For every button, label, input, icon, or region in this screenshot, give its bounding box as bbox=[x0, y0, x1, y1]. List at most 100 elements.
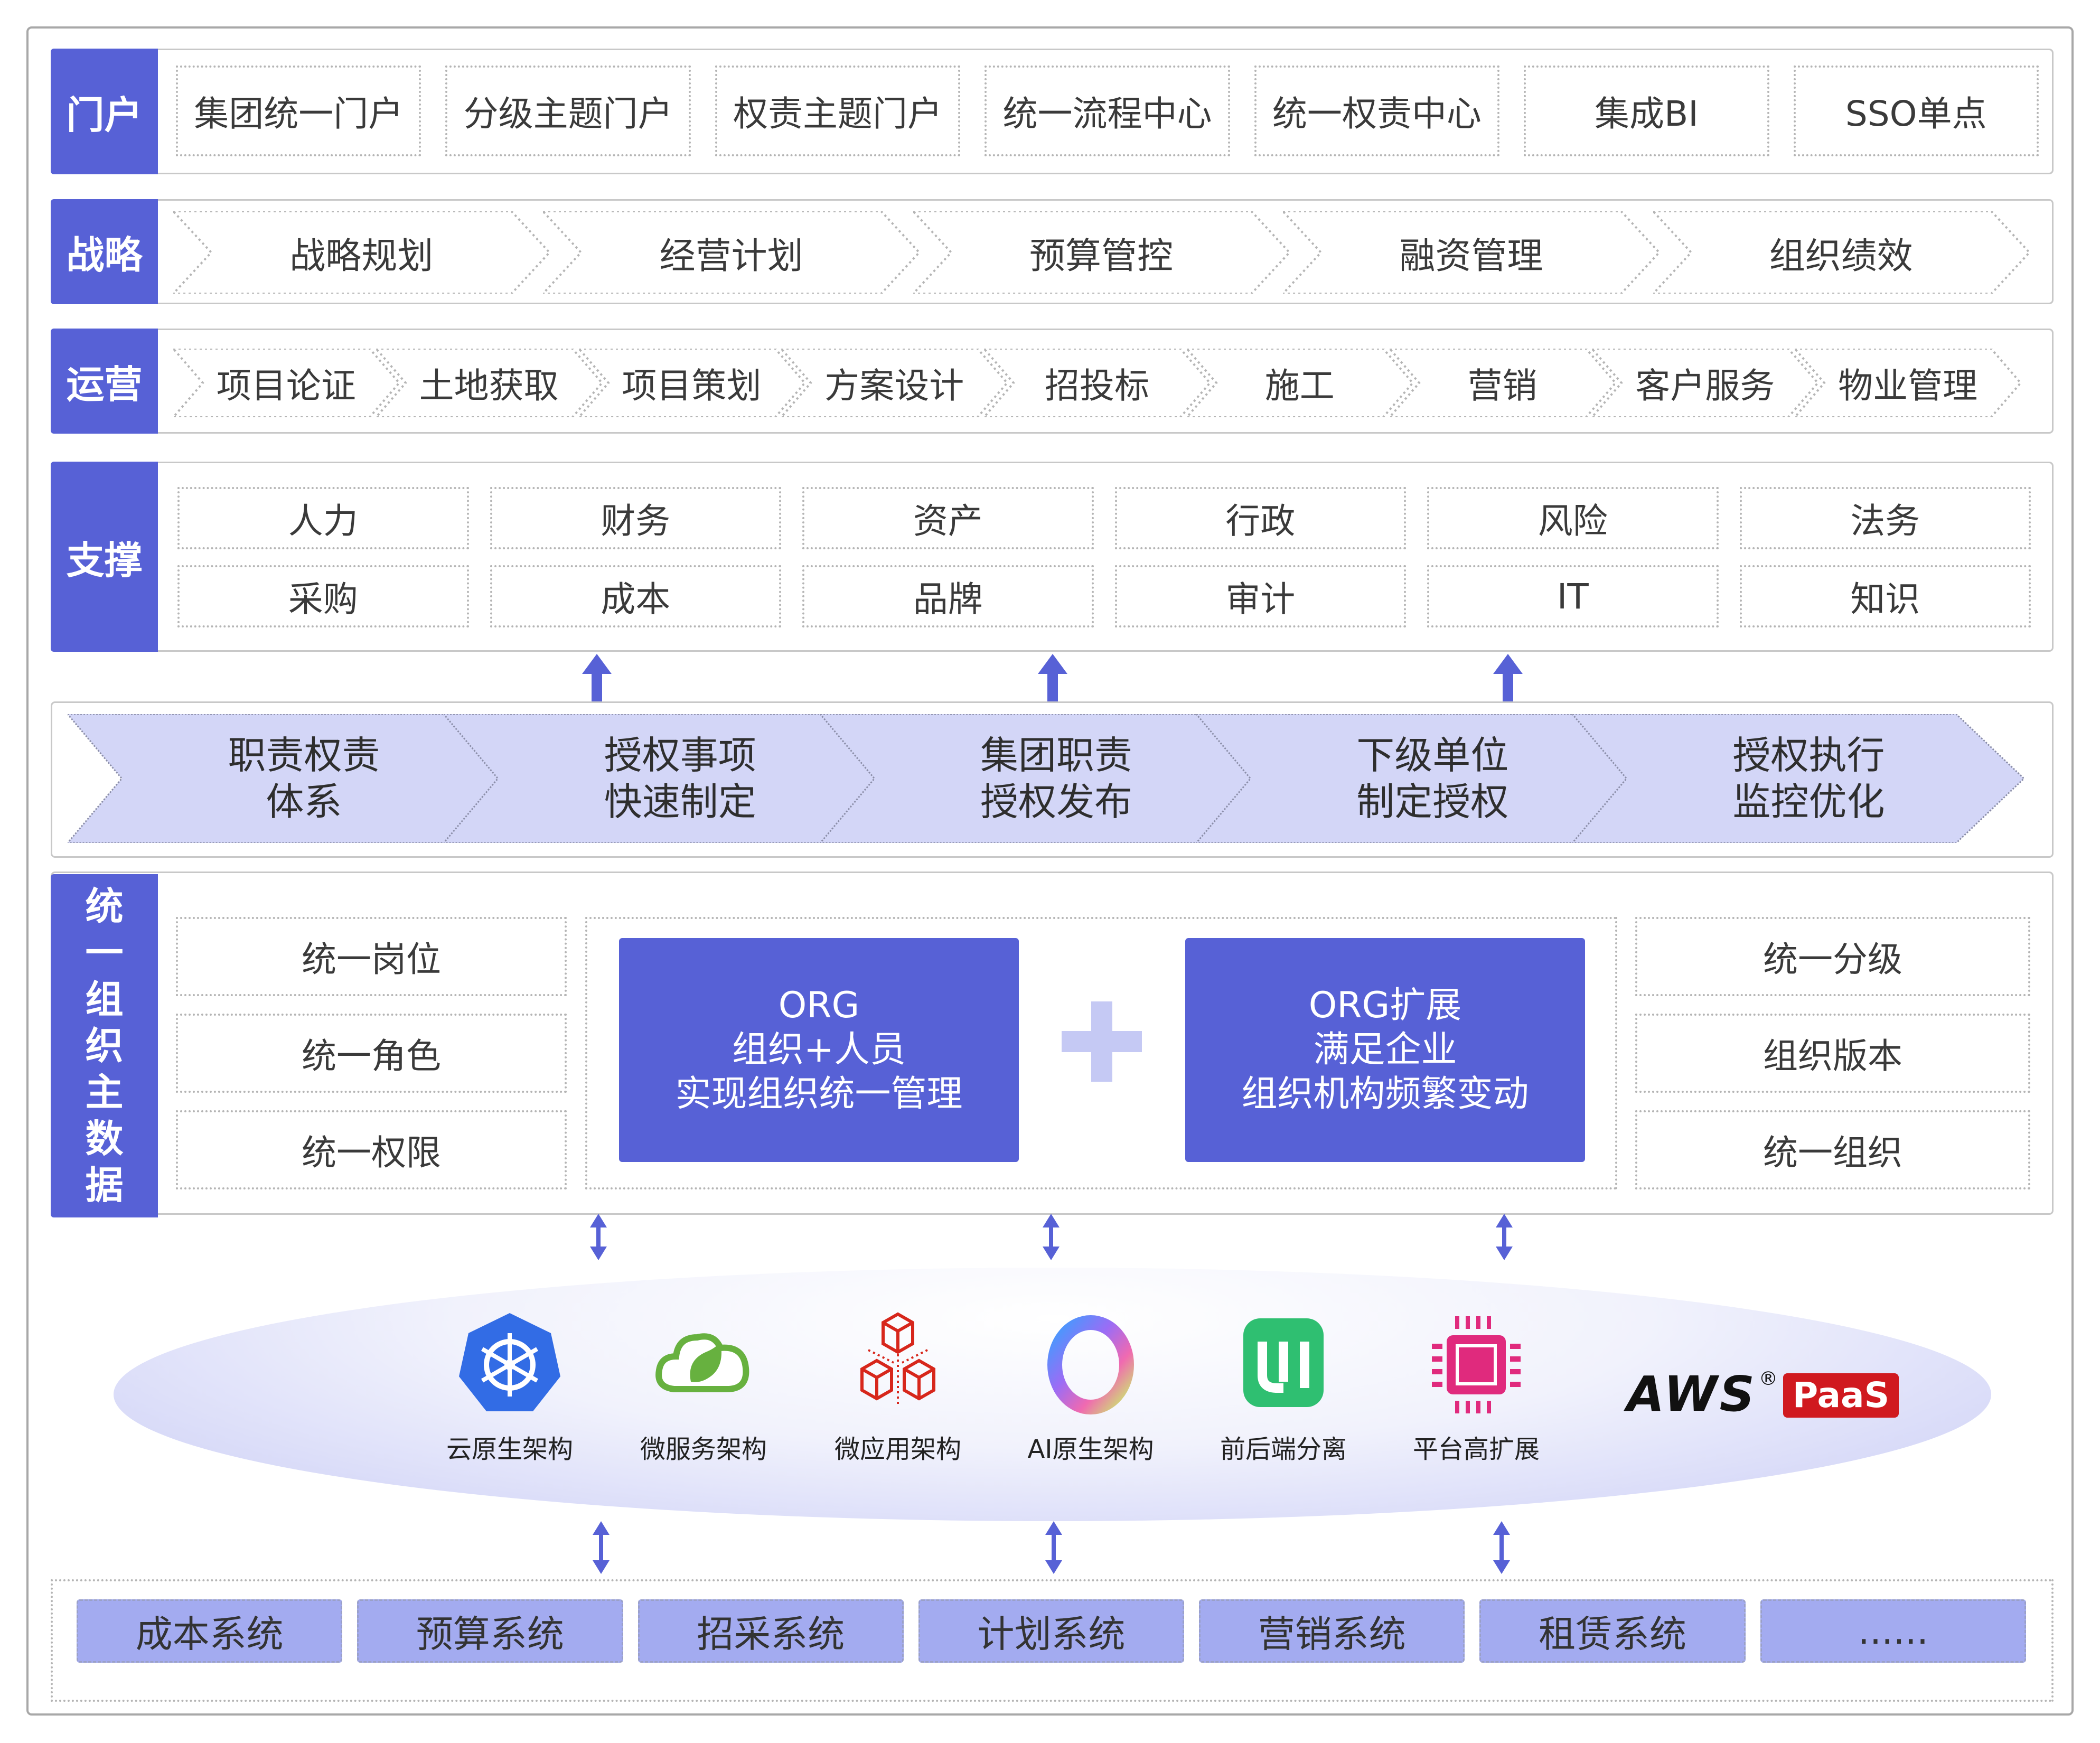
tech-label: 平台高扩展 bbox=[1412, 1435, 1540, 1464]
master-data-tag-char: 数 bbox=[85, 1117, 124, 1161]
master-data-tag: 统一组织主数据 bbox=[51, 874, 158, 1217]
process-step[interactable]: 组织绩效 bbox=[1653, 211, 2029, 294]
process-step[interactable]: 方案设计 bbox=[781, 349, 1008, 417]
support-item[interactable]: 法务 bbox=[1739, 487, 2031, 549]
registered-mark: ® bbox=[1758, 1368, 1778, 1390]
support-item[interactable]: 行政 bbox=[1114, 487, 1406, 549]
process-step-label: 施工 bbox=[1264, 366, 1335, 406]
process-step-label: 营销 bbox=[1467, 366, 1538, 406]
double-arrow-icon bbox=[590, 1521, 612, 1574]
authority-flow-label: 集团职责 授权发布 bbox=[980, 733, 1132, 824]
plus-icon bbox=[1062, 1001, 1142, 1082]
master-data-left-item[interactable]: 统一岗位 bbox=[176, 917, 567, 996]
authority-flow-step[interactable]: 集团职责 授权发布 bbox=[820, 714, 1272, 843]
support-item[interactable]: 风险 bbox=[1427, 487, 1719, 549]
portal-item[interactable]: 权责主题门户 bbox=[715, 65, 961, 156]
master-data-right-item[interactable]: 统一组织 bbox=[1635, 1110, 2030, 1189]
system-item[interactable]: 计划系统 bbox=[918, 1599, 1185, 1663]
process-step-label: 项目策划 bbox=[622, 366, 762, 406]
tech-scalability: 平台高扩展 bbox=[1392, 1310, 1561, 1465]
authority-flow-step[interactable]: 授权执行 监控优化 bbox=[1572, 714, 2024, 843]
process-step[interactable]: 物业管理 bbox=[1795, 349, 2021, 417]
tech-label: AI原生架构 bbox=[1027, 1435, 1154, 1464]
cubes-icon bbox=[860, 1312, 935, 1407]
kubernetes-icon bbox=[459, 1313, 560, 1411]
support-item[interactable]: 成本 bbox=[490, 565, 781, 627]
support-item[interactable]: IT bbox=[1427, 565, 1719, 627]
master-data-tag-char: 织 bbox=[85, 1024, 124, 1068]
process-step[interactable]: 客户服务 bbox=[1592, 349, 1818, 417]
process-step[interactable]: 预算管控 bbox=[913, 211, 1290, 294]
master-data-right-item[interactable]: 组织版本 bbox=[1635, 1014, 2030, 1093]
process-step[interactable]: 营销 bbox=[1389, 349, 1616, 417]
support-item[interactable]: 审计 bbox=[1114, 565, 1406, 627]
double-arrow-icon bbox=[1040, 1214, 1062, 1260]
double-arrow-icon bbox=[1491, 1521, 1512, 1574]
up-arrow-icon bbox=[1492, 654, 1524, 704]
process-step[interactable]: 融资管理 bbox=[1283, 211, 1660, 294]
process-step[interactable]: 项目论证 bbox=[173, 349, 399, 417]
authority-flow-label: 下级单位 制定授权 bbox=[1356, 733, 1509, 824]
support-item[interactable]: 人力 bbox=[177, 487, 469, 549]
double-arrow-icon bbox=[1043, 1521, 1064, 1574]
portal-item[interactable]: 统一流程中心 bbox=[985, 65, 1230, 156]
support-tag: 支撑 bbox=[51, 462, 158, 652]
master-data-tag-char: 组 bbox=[85, 977, 124, 1022]
aws-paas-logo: AWS ® PaaS bbox=[1627, 1368, 1899, 1421]
system-item[interactable]: 营销系统 bbox=[1199, 1599, 1465, 1663]
master-data-right-item[interactable]: 统一分级 bbox=[1635, 917, 2030, 996]
process-step-label: 战略规划 bbox=[289, 235, 434, 277]
org-box-text: ORG 组织+人员 实现组织统一管理 bbox=[675, 985, 963, 1115]
portal-item[interactable]: SSO单点 bbox=[1793, 65, 2039, 156]
master-data-left-item[interactable]: 统一权限 bbox=[176, 1110, 567, 1189]
tech-microapps: 微应用架构 bbox=[813, 1310, 982, 1465]
portal-tag: 门户 bbox=[51, 49, 158, 174]
support-item[interactable]: 采购 bbox=[177, 565, 469, 627]
system-item[interactable]: 预算系统 bbox=[357, 1599, 623, 1663]
system-item[interactable]: ...... bbox=[1760, 1599, 2026, 1663]
master-data-tag-char: 主 bbox=[85, 1070, 124, 1114]
support-item[interactable]: 资产 bbox=[802, 487, 1094, 549]
process-step-label: 土地获取 bbox=[419, 366, 559, 406]
process-step-label: 融资管理 bbox=[1399, 235, 1543, 277]
chip-icon bbox=[1432, 1316, 1521, 1413]
authority-flow-step[interactable]: 授权事项 快速制定 bbox=[444, 714, 896, 843]
process-step-label: 项目论证 bbox=[216, 366, 356, 406]
support-item[interactable]: 知识 bbox=[1739, 565, 2031, 627]
process-step[interactable]: 招投标 bbox=[984, 349, 1210, 417]
support-item[interactable]: 品牌 bbox=[802, 565, 1094, 627]
double-arrow-icon bbox=[588, 1214, 609, 1260]
authority-flow-step[interactable]: 下级单位 制定授权 bbox=[1196, 714, 1648, 843]
master-data-left-item[interactable]: 统一角色 bbox=[176, 1014, 567, 1093]
tech-label: 前后端分离 bbox=[1220, 1435, 1347, 1464]
process-step[interactable]: 经营计划 bbox=[543, 211, 920, 294]
system-item[interactable]: 租赁系统 bbox=[1479, 1599, 1746, 1663]
tech-label: 微应用架构 bbox=[834, 1435, 961, 1464]
process-step[interactable]: 项目策划 bbox=[578, 349, 805, 417]
org-extension-text: ORG扩展 满足企业 组织机构频繁变动 bbox=[1241, 985, 1529, 1115]
process-step-label: 经营计划 bbox=[659, 235, 803, 277]
portal-item[interactable]: 集团统一门户 bbox=[176, 65, 421, 156]
authority-flow-step[interactable]: 职责权责 体系 bbox=[68, 714, 519, 843]
process-step[interactable]: 战略规划 bbox=[173, 211, 550, 294]
process-step[interactable]: 土地获取 bbox=[376, 349, 602, 417]
support-item[interactable]: 财务 bbox=[490, 487, 781, 549]
tech-label: 微服务架构 bbox=[640, 1435, 767, 1464]
master-data-tag-char: 据 bbox=[85, 1163, 124, 1207]
system-item[interactable]: 招采系统 bbox=[638, 1599, 904, 1663]
tech-cloud-native: 云原生架构 bbox=[425, 1310, 594, 1465]
spring-cloud-icon bbox=[655, 1333, 749, 1392]
up-arrow-icon bbox=[581, 654, 613, 704]
tech-label: 云原生架构 bbox=[446, 1435, 573, 1464]
ai-ring-icon bbox=[1047, 1315, 1134, 1414]
system-item[interactable]: 成本系统 bbox=[77, 1599, 343, 1663]
tech-ai-native: AI原生架构 bbox=[1006, 1310, 1175, 1465]
portal-item[interactable]: 集成BI bbox=[1524, 65, 1769, 156]
portal-item[interactable]: 统一权责中心 bbox=[1254, 65, 1500, 156]
org-box: ORG 组织+人员 实现组织统一管理 bbox=[619, 938, 1019, 1162]
authority-flow-label: 授权执行 监控优化 bbox=[1732, 733, 1885, 824]
process-step[interactable]: 施工 bbox=[1186, 349, 1413, 417]
tech-microservices: 微服务架构 bbox=[619, 1310, 788, 1465]
portal-item[interactable]: 分级主题门户 bbox=[445, 65, 691, 156]
master-data-tag-char: 一 bbox=[85, 931, 124, 975]
